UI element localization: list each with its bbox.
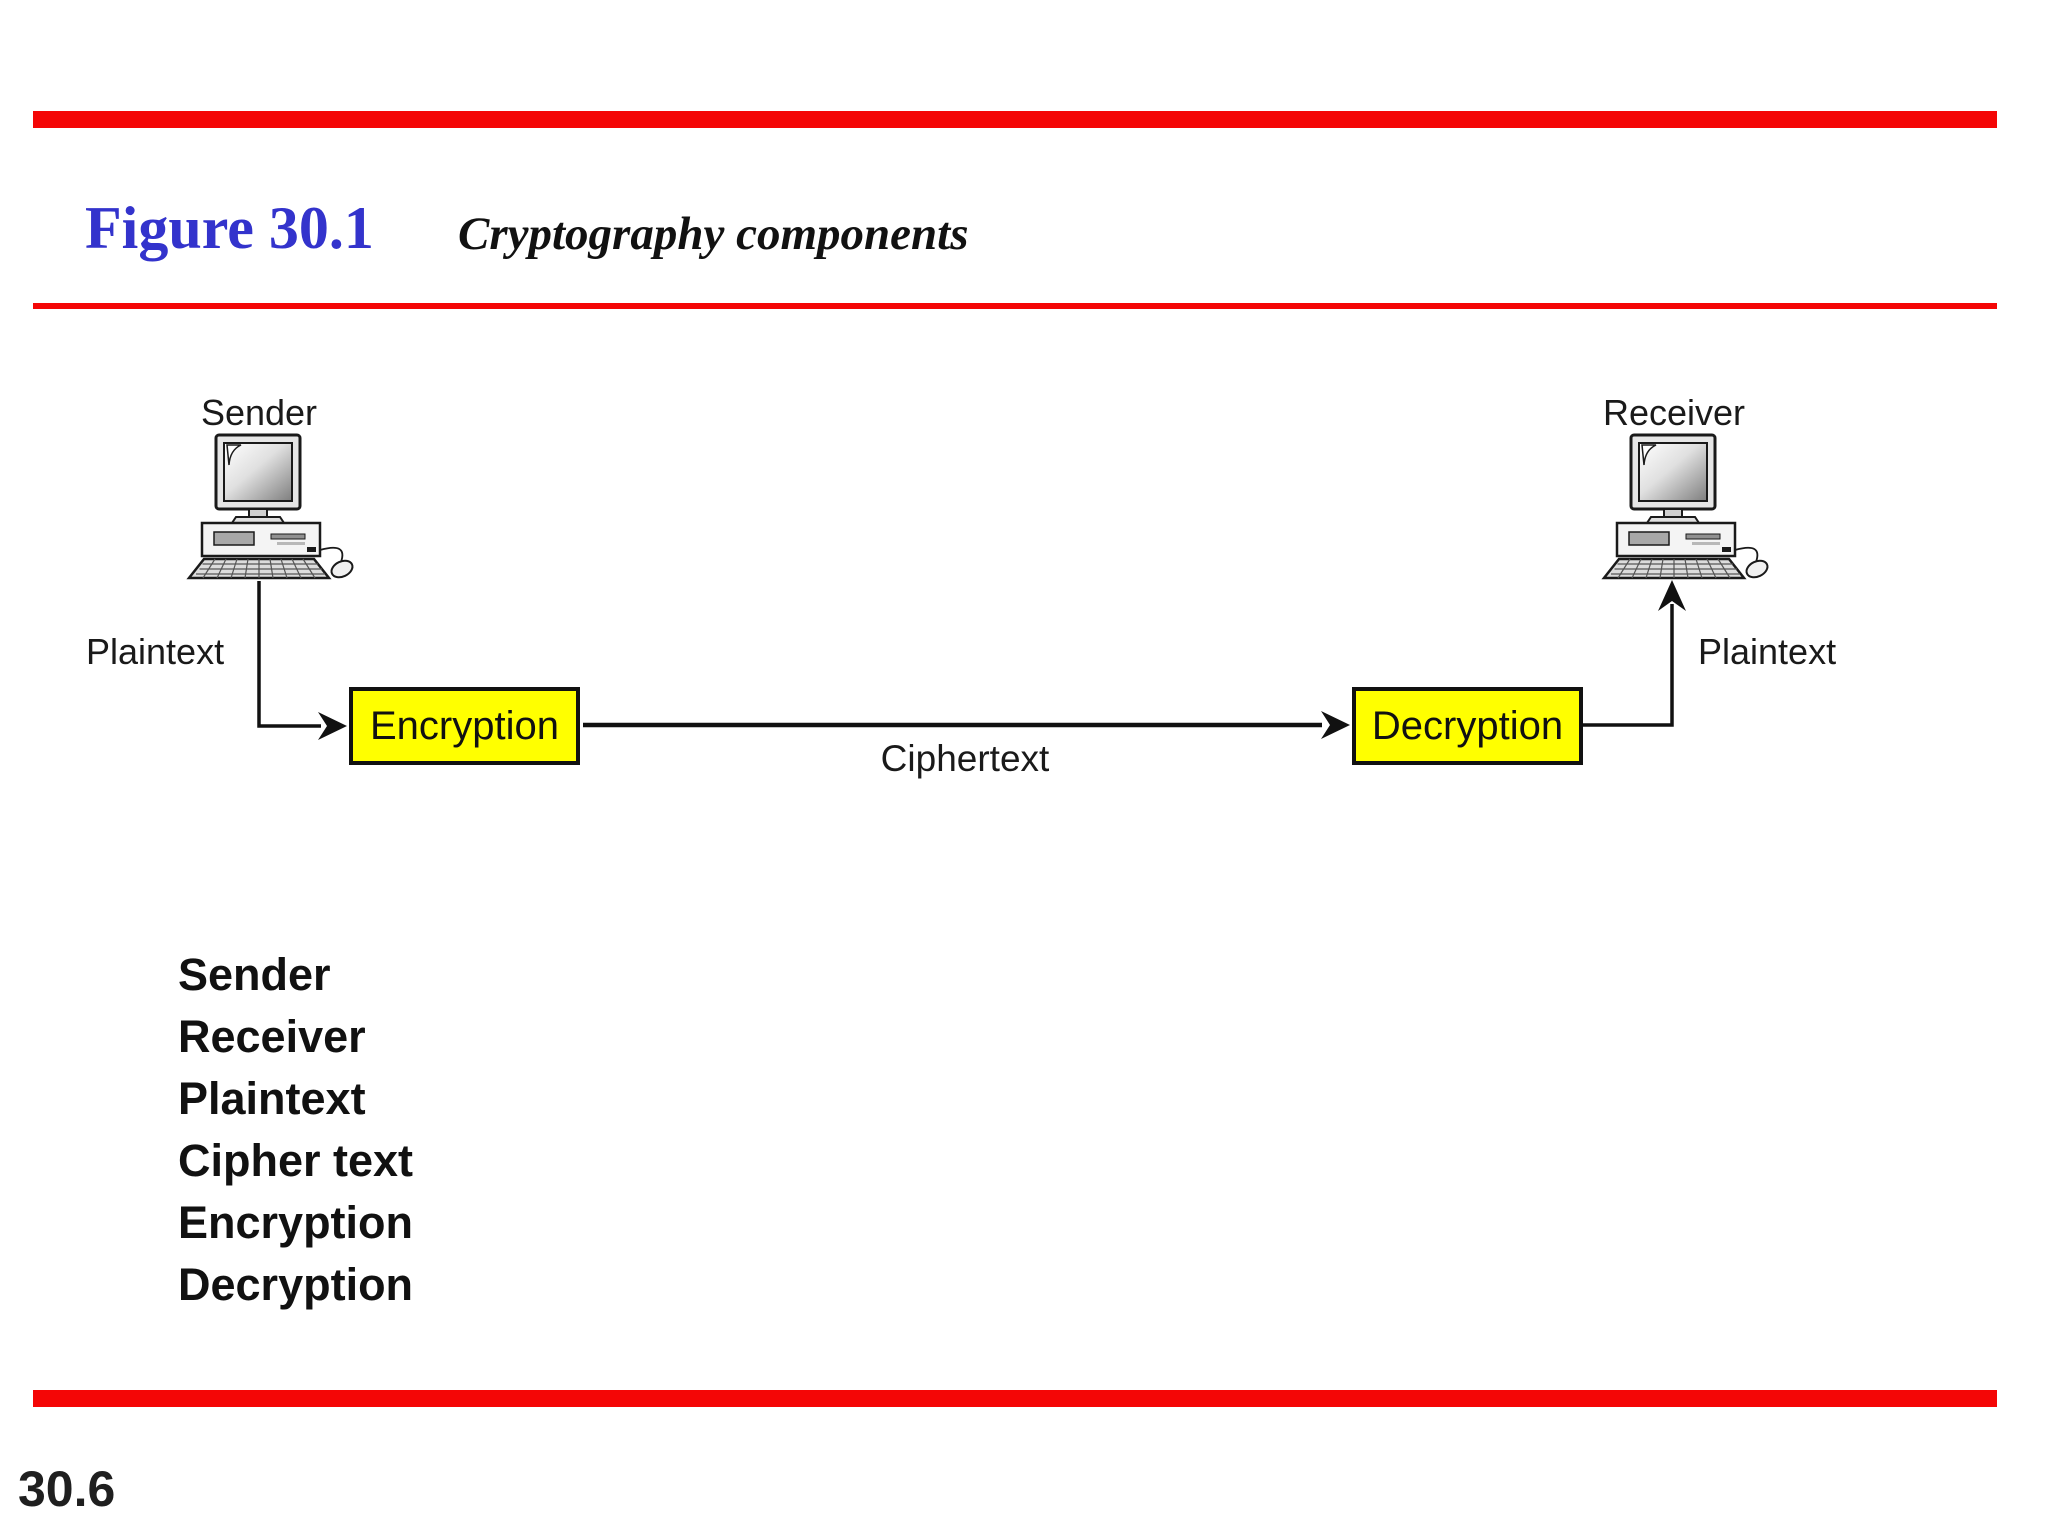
term-encryption: Encryption: [178, 1197, 414, 1248]
term-decryption: Decryption: [178, 1259, 414, 1310]
sender-label: Sender: [200, 392, 318, 433]
encryption-box: Encryption: [349, 687, 580, 765]
receiver-computer-icon: [1601, 433, 1769, 580]
receiver-label: Receiver: [1602, 392, 1746, 433]
ciphertext-label: Ciphertext: [880, 738, 1050, 779]
arrowhead-into-decryption: [1321, 711, 1350, 739]
top-red-bar: [33, 111, 1997, 128]
encryption-box-label: Encryption: [370, 703, 559, 748]
figure-title: Cryptography components: [458, 208, 969, 260]
figure-label: Figure 30.1: [85, 195, 374, 261]
plaintext-right-label: Plaintext: [1698, 631, 1837, 672]
decryption-box-label: Decryption: [1371, 703, 1564, 748]
term-receiver: Receiver: [178, 1011, 366, 1062]
title-underline: [33, 303, 1997, 309]
page-number: 30.6: [18, 1461, 116, 1517]
arrowhead-into-encryption: [318, 712, 347, 740]
bottom-red-bar: [33, 1390, 1997, 1407]
decryption-box: Decryption: [1352, 687, 1583, 765]
plaintext-left-label: Plaintext: [86, 631, 225, 672]
terms-list: Sender Receiver Plaintext Cipher text En…: [178, 944, 413, 1316]
term-plaintext: Plaintext: [178, 1073, 366, 1124]
sender-computer-icon: [186, 433, 354, 580]
term-ciphertext: Cipher text: [178, 1135, 414, 1186]
term-sender: Sender: [178, 949, 331, 1000]
arrowhead-into-receiver: [1658, 580, 1686, 611]
